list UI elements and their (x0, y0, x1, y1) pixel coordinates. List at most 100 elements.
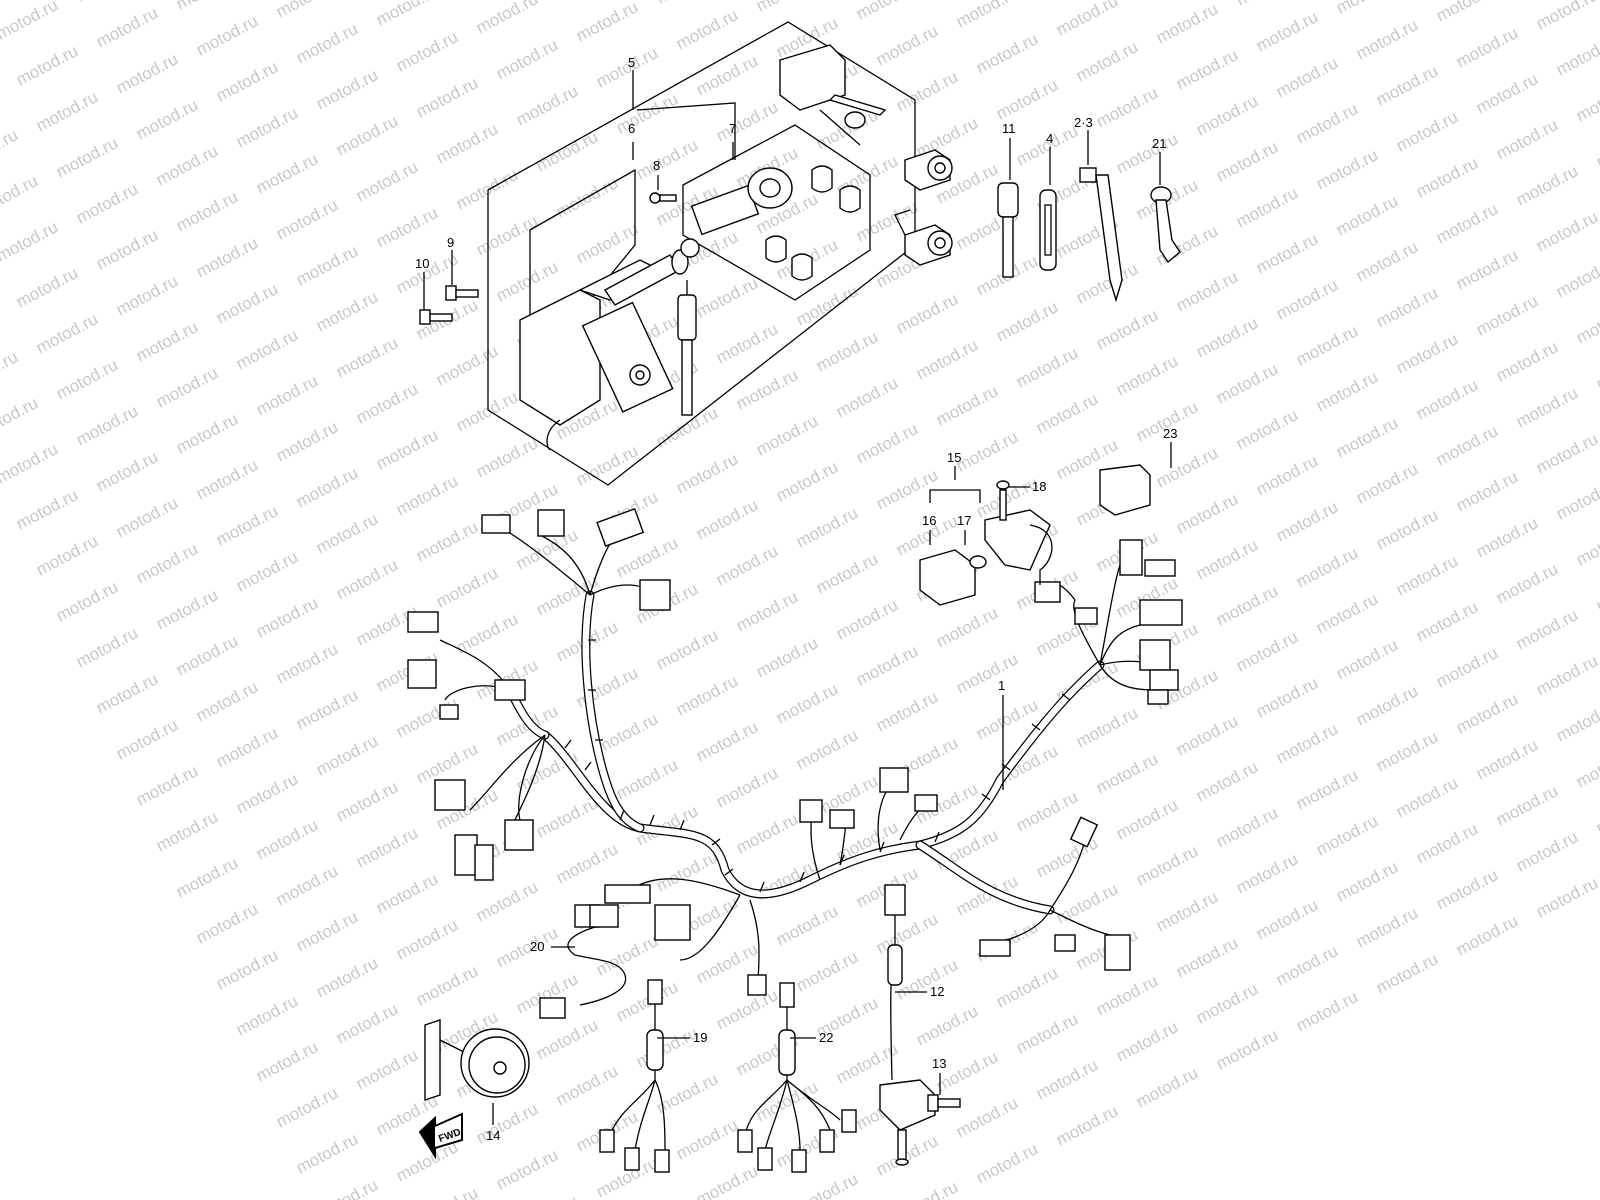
watermark-text: motod.ru (1513, 383, 1581, 431)
watermark-text: motod.ru (793, 1169, 861, 1200)
watermark-text: motod.ru (993, 297, 1061, 345)
watermark-text: motod.ru (553, 839, 621, 887)
watermark-text: motod.ru (573, 0, 641, 46)
watermark-text: motod.ru (453, 609, 521, 657)
watermark-text: motod.ru (513, 81, 581, 129)
watermark-text: motod.ru (353, 1045, 421, 1093)
seat-lock (779, 44, 887, 146)
watermark-text: motod.ru (873, 1131, 941, 1179)
watermark-text: motod.ru (1253, 451, 1321, 499)
watermark-text: motod.ru (953, 1093, 1021, 1141)
watermark-text: motod.ru (93, 669, 161, 717)
callout-19: 19 (693, 1030, 707, 1045)
watermark-text: motod.ru (1313, 811, 1381, 859)
watermark-text: motod.ru (13, 263, 81, 311)
watermark-text: motod.ru (753, 0, 821, 16)
watermark-text: motod.ru (953, 0, 1021, 32)
watermark-text: motod.ru (1573, 521, 1600, 569)
watermark-text: motod.ru (1293, 321, 1361, 369)
watermark-text: motod.ru (253, 1037, 321, 1085)
watermark-text: motod.ru (1373, 949, 1441, 997)
watermark-text: motod.ru (913, 335, 981, 383)
watermark-text: motod.ru (873, 687, 941, 735)
watermark-text: motod.ru (293, 463, 361, 511)
watermark-text: motod.ru (693, 1161, 761, 1200)
watermark-text: motod.ru (1333, 191, 1401, 239)
callout-13: 13 (932, 1056, 946, 1071)
harness-connectors (407, 507, 1183, 996)
callout-5: 5 (628, 55, 635, 70)
watermark-text: motod.ru (1033, 1055, 1101, 1103)
watermark-text: motod.ru (713, 763, 781, 811)
watermark-text: motod.ru (613, 89, 681, 137)
callout-20: 20 (530, 939, 544, 954)
watermark-text: motod.ru (233, 991, 301, 1039)
watermark-text: motod.ru (1513, 605, 1581, 653)
watermark-text: motod.ru (53, 577, 121, 625)
watermark-text: motod.ru (0, 439, 61, 487)
watermark-text: motod.ru (1073, 703, 1141, 751)
watermark-text: motod.ru (1473, 291, 1541, 339)
watermark-text: motod.ru (273, 0, 341, 22)
watermark-text: motod.ru (1253, 7, 1321, 55)
watermark-text: motod.ru (333, 777, 401, 825)
watermark-text: motod.ru (1513, 827, 1581, 875)
bolt-8 (649, 192, 677, 204)
watermark-text: motod.ru (693, 273, 761, 321)
watermark-text: motod.ru (1253, 673, 1321, 721)
watermark-text: motod.ru (1433, 643, 1501, 691)
watermark-text: motod.ru (0, 347, 21, 395)
watermark-text: motod.ru (493, 35, 561, 83)
watermark-text: motod.ru (1273, 275, 1341, 323)
watermark-text: motod.ru (273, 1083, 341, 1131)
watermark-text: motod.ru (1253, 895, 1321, 943)
side-stand-switch (879, 1079, 936, 1166)
watermark-text: motod.ru (1413, 819, 1481, 867)
watermark-text: motod.ru (53, 355, 121, 403)
callout-7: 7 (729, 121, 736, 136)
watermark-text: motod.ru (1333, 413, 1401, 461)
watermark-text: motod.ru (0, 217, 61, 265)
watermark-text: motod.ru (1193, 979, 1261, 1027)
watermark-text: motod.ru (613, 533, 681, 581)
watermark-text: motod.ru (113, 715, 181, 763)
watermark-text: motod.ru (1173, 267, 1241, 315)
watermark-text: motod.ru (153, 585, 221, 633)
watermark-text: motod.ru (1393, 551, 1461, 599)
watermark-text: motod.ru (33, 531, 101, 579)
callout-6: 6 (628, 121, 635, 136)
watermark-text: motod.ru (933, 1047, 1001, 1095)
watermark-text: motod.ru (753, 633, 821, 681)
watermark-text: motod.ru (313, 65, 381, 113)
watermark-text: motod.ru (353, 379, 421, 427)
watermark-text: motod.ru (1553, 697, 1600, 745)
lead-wire-12 (884, 884, 906, 1081)
watermark-text: motod.ru (773, 901, 841, 949)
watermark-text: motod.ru (333, 555, 401, 603)
callout-2-3: 2·3 (1074, 115, 1093, 130)
watermark-text: motod.ru (1373, 61, 1441, 109)
watermark-text: motod.ru (1473, 735, 1541, 783)
watermark-text: motod.ru (473, 211, 541, 259)
watermark-text: motod.ru (1033, 833, 1101, 881)
watermark-text: motod.ru (373, 425, 441, 473)
watermark-text: motod.ru (1573, 743, 1600, 791)
watermark-text: motod.ru (953, 427, 1021, 475)
watermark-text: motod.ru (933, 381, 1001, 429)
watermark-text: motod.ru (1273, 941, 1341, 989)
watermark-text: motod.ru (1533, 0, 1600, 34)
watermark-text: motod.ru (1233, 849, 1301, 897)
watermark-text: motod.ru (553, 1061, 621, 1109)
watermark-text: motod.ru (593, 709, 661, 757)
watermark-text: motod.ru (1593, 123, 1600, 171)
lock-cylinder (690, 167, 793, 236)
watermark-text: motod.ru (1573, 299, 1600, 347)
callout-22: 22 (819, 1030, 833, 1045)
watermark-text: motod.ru (1553, 253, 1600, 301)
watermark-text: motod.ru (533, 127, 601, 175)
watermark-text: motod.ru (393, 471, 461, 519)
watermark-text: motod.ru (1353, 903, 1421, 951)
watermark-text: motod.ru (893, 1177, 961, 1200)
watermark-text: motod.ru (0, 301, 1, 349)
